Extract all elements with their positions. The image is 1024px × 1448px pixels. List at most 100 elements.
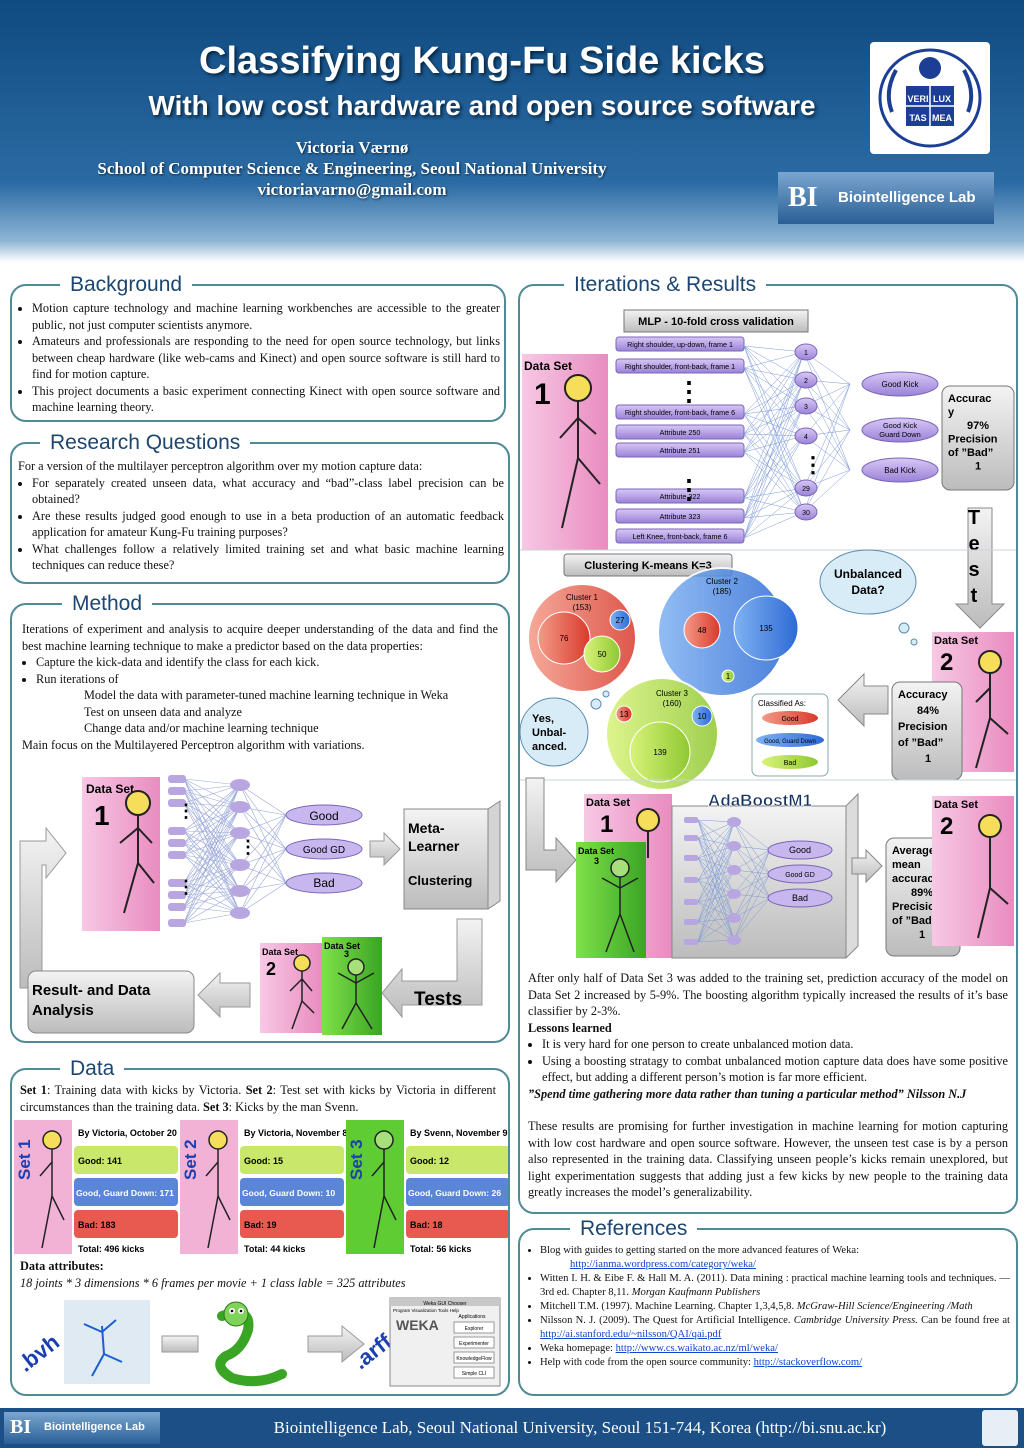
hidden-node (230, 827, 250, 839)
stick-figure-icon (289, 954, 315, 1030)
ada-class-node (767, 864, 833, 884)
cluster-name: Cluster 1 (566, 593, 599, 602)
attribute-node (615, 508, 745, 524)
input-node (168, 891, 186, 899)
unbalanced-line1: Unbalanced (834, 567, 902, 581)
bad-count-bar (240, 1210, 344, 1238)
input-node (684, 817, 698, 823)
return-arrow (19, 826, 67, 989)
set-author-date: By Victoria, November 8 (244, 1128, 347, 1138)
attribute-label: Attribute 322 (660, 492, 701, 501)
output-class-label: Guard Down (879, 430, 921, 439)
weka-app-button[interactable] (453, 1321, 495, 1334)
mlp-label-box (623, 309, 809, 333)
ada-class-label: Good GD (785, 872, 815, 879)
ada-class-label: Bad (792, 893, 808, 903)
weka-app-button[interactable] (453, 1351, 495, 1364)
arrow-right (307, 1324, 365, 1364)
set2-desc: : Test set with kicks by Victoria in dif… (20, 1083, 496, 1114)
weka-app-button-label: KnowledgeFlow (456, 1356, 492, 1362)
data-attributes-title: Data attributes: (20, 1259, 104, 1273)
gd-count-bar (74, 1178, 178, 1206)
attribute-node (615, 336, 745, 352)
method-outro: Main focus on the Multilayered Perceptro… (22, 737, 365, 752)
python-snake-icon (215, 1301, 287, 1387)
cluster-name: Cluster 3 (656, 689, 689, 698)
reference-item: Blog with guides to getting started on t… (540, 1244, 1010, 1272)
cluster-class-count: 1 (726, 672, 731, 681)
kmeans-label: Clustering K-means K=3 (584, 560, 711, 572)
weka-app-button[interactable] (453, 1336, 495, 1349)
data-pipeline-diagram: .bvh .arff Weka GUI Chooser Program Visu… (13, 1297, 501, 1387)
meta-label-2: Learner (408, 838, 460, 854)
stick-figure-icon (119, 790, 155, 914)
background-title: Background (60, 272, 193, 298)
cluster-class-bubble (733, 595, 799, 661)
reference-text: Can be found free at (917, 1315, 1010, 1326)
input-node (684, 877, 698, 883)
weka-app-button[interactable] (453, 1366, 495, 1379)
cluster-size: (153) (573, 603, 592, 612)
test-vertical-letter: T (968, 507, 980, 529)
background-text: Motion capture technology and machine le… (18, 300, 500, 416)
hidden-node (794, 397, 818, 415)
yes-unbal-line1: Yes, (532, 713, 554, 725)
background-bullet: Amateurs and professionals are respondin… (32, 333, 500, 383)
input-node (684, 855, 698, 861)
dataset2-label: Data Set (934, 635, 978, 647)
author-school: School of Computer Science & Engineering… (97, 159, 607, 178)
reference-link[interactable]: http://ianma.wordpress.com/category/weka… (570, 1259, 756, 1270)
good-count: Good: 12 (410, 1156, 449, 1166)
background-bullet: Motion capture technology and machine le… (32, 300, 500, 333)
legend-good-gd: Good, Guard Down (764, 739, 816, 745)
stick-figure-icon (977, 814, 1009, 939)
input-node (168, 827, 186, 835)
reference-publisher: Morgan Kaufmann Publishers (631, 1287, 761, 1298)
input-node (168, 839, 186, 847)
reference-publisher: Cambridge University Press. (793, 1315, 918, 1326)
gd-count: Good, Guard Down: 26 (408, 1188, 501, 1198)
hidden-node (794, 343, 818, 361)
hidden-node-label: 29 (802, 486, 810, 493)
method-text: Iterations of experiment and analysis to… (22, 621, 498, 753)
gd-count-bar (240, 1178, 344, 1206)
hidden-node (727, 817, 741, 827)
good-count-bar (74, 1146, 178, 1174)
seal-letters-veri: VERI (907, 94, 928, 104)
reference-link[interactable]: http://ai.stanford.edu/~nilsson/QAI/qai.… (540, 1329, 722, 1340)
gd-count: Good, Guard Down: 10 (242, 1188, 335, 1198)
attribute-node (615, 488, 745, 504)
result-line: 89% (911, 887, 933, 899)
research-questions-panel: Research Questions For a version of the … (10, 430, 510, 584)
background-panel: Background Motion capture technology and… (10, 272, 506, 422)
cluster-class-count: 139 (653, 748, 667, 757)
hidden-node (794, 479, 818, 497)
bad-count-bar (74, 1210, 178, 1238)
arrow-bar (161, 1335, 199, 1353)
method-panel: Method Iterations of experiment and anal… (10, 591, 510, 1043)
iterations-diagram: MLP - 10-fold cross validation Data Set … (520, 309, 1016, 959)
class-label-good: Good (309, 809, 338, 823)
ada-dataset1-label: Data Set (586, 797, 630, 809)
result-line: Precision (892, 901, 942, 913)
cluster-class-count: 13 (620, 710, 629, 719)
dataset1-label: Data Set (86, 782, 134, 796)
hidden-node-label: 2 (804, 378, 808, 385)
weka-app-button-label: Explorer (465, 1326, 484, 1332)
stick-figure-icon (371, 1130, 397, 1249)
reference-link[interactable]: http://stackoverflow.com/ (753, 1357, 863, 1368)
neural-network-icon (168, 775, 287, 927)
reference-link[interactable]: http://www.cs.waikato.ac.nz/ml/weka/ (615, 1343, 778, 1354)
ada-class-label: Good (789, 845, 811, 855)
gd-count: Good, Guard Down: 171 (76, 1188, 174, 1198)
class-label-bad: Bad (313, 876, 334, 890)
set1-term: Set 1 (20, 1083, 47, 1097)
tests-label: Tests (414, 989, 462, 1010)
meta-learner-box (403, 808, 489, 910)
attribute-label: Left Knee, front-back, frame 6 (632, 532, 727, 541)
cluster-class-bubble (721, 669, 735, 683)
results-para2: These results are promising for further … (528, 1119, 1008, 1199)
nilsson-quote: ”Spend time gathering more data rather t… (528, 1086, 967, 1101)
